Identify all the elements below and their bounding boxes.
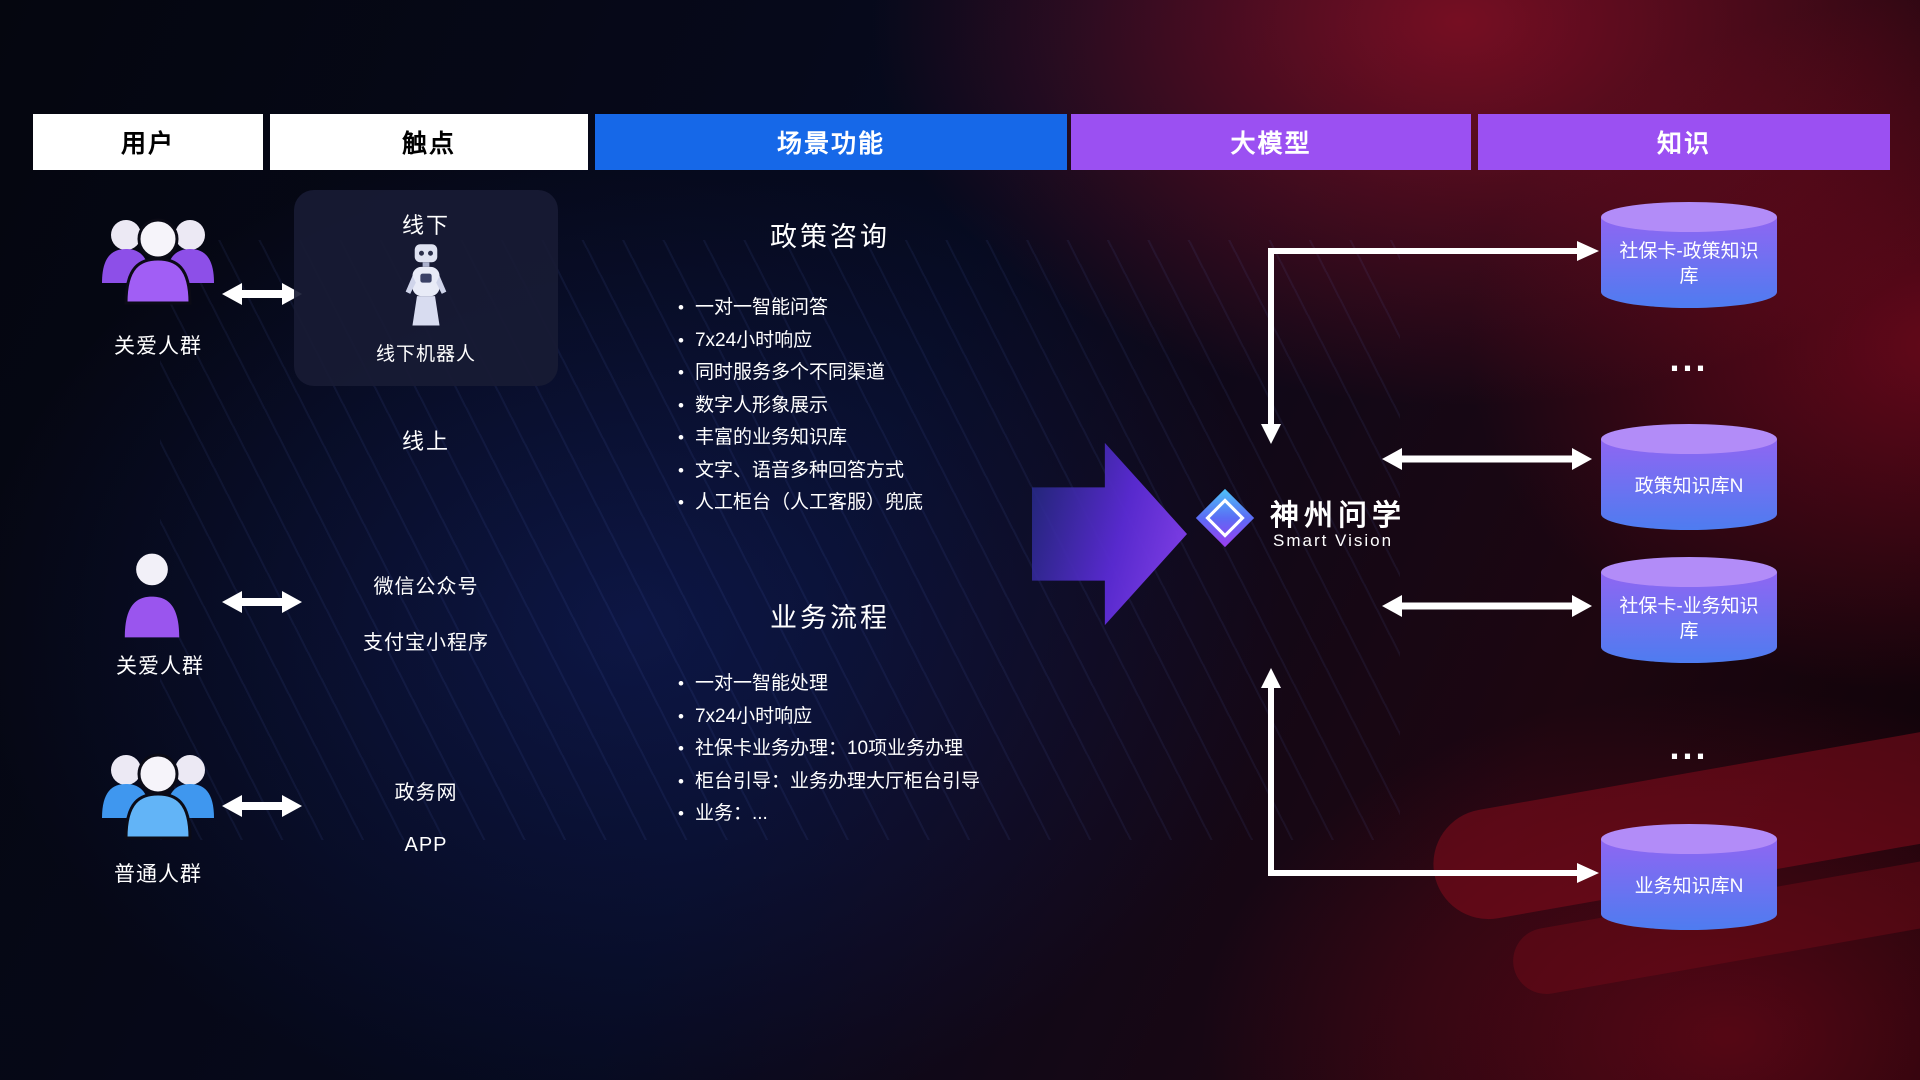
online-title: 线上 (401, 429, 450, 454)
ellipsis-label: ... (1669, 726, 1709, 767)
feature-item: 7x24小时响应 (678, 325, 923, 358)
offline-title: 线下 (401, 213, 450, 238)
channel-gov-web: 政务网 (394, 782, 458, 804)
ellipsis-label: ... (1669, 338, 1709, 379)
user-group-label: 关爱人群 (114, 335, 202, 358)
people-group-purple-icon (88, 205, 228, 320)
double-arrow-icon (1382, 445, 1592, 473)
feature-item: 业务：... (678, 798, 980, 831)
column-header-touchpoints: 触点 (270, 114, 588, 170)
cylinder-body (1601, 439, 1777, 530)
double-arrow-icon (222, 280, 302, 308)
elbow-arrow-icon (1245, 228, 1605, 444)
feature-item: 柜台引导：业务办理大厅柜台引导 (678, 766, 980, 799)
feature-item: 同时服务多个不同渠道 (678, 357, 923, 390)
column-header-large-model: 大模型 (1071, 114, 1471, 170)
cylinder-top (1601, 557, 1777, 587)
scene-section-title-policy: 政策咨询 (770, 222, 890, 252)
policy-feature-list: 一对一智能问答 7x24小时响应 同时服务多个不同渠道 数字人形象展示 丰富的业… (678, 292, 923, 520)
feature-item: 文字、语音多种回答方式 (678, 455, 923, 488)
feature-item: 7x24小时响应 (678, 701, 980, 734)
column-header-scene-functions: 场景功能 (595, 114, 1067, 170)
column-header-users: 用户 (33, 114, 263, 170)
cylinder-top (1601, 424, 1777, 454)
offline-robot-caption: 线下机器人 (375, 344, 476, 365)
diamond-logo-icon (1192, 485, 1258, 551)
person-purple-icon (118, 548, 186, 643)
feature-item: 社保卡业务办理：10项业务办理 (678, 733, 980, 766)
knowledge-db-label: 政策知识库N (1634, 475, 1744, 497)
brand-subtitle: Smart Vision (1273, 531, 1394, 550)
column-header-knowledge: 知识 (1478, 114, 1890, 170)
double-arrow-icon (222, 588, 302, 616)
double-arrow-icon (222, 792, 302, 820)
cylinder-body (1601, 839, 1777, 930)
feature-item: 人工柜台（人工客服）兜底 (678, 487, 923, 520)
cylinder-top (1601, 202, 1777, 232)
channel-alipay: 支付宝小程序 (363, 632, 489, 654)
feature-item: 一对一智能问答 (678, 292, 923, 325)
feature-item: 丰富的业务知识库 (678, 422, 923, 455)
user-group-label: 关爱人群 (116, 655, 204, 678)
business-feature-list: 一对一智能处理 7x24小时响应 社保卡业务办理：10项业务办理 柜台引导：业务… (678, 668, 980, 831)
cylinder-top (1601, 824, 1777, 854)
cylinder-body (1601, 572, 1777, 663)
channel-wechat: 微信公众号 (373, 576, 479, 598)
elbow-arrow-icon (1245, 668, 1605, 888)
knowledge-db-label: 社保卡-业务知识库 (1619, 596, 1759, 642)
feature-item: 数字人形象展示 (678, 390, 923, 423)
cylinder-body (1601, 217, 1777, 308)
scene-section-title-business: 业务流程 (770, 603, 890, 633)
feature-item: 一对一智能处理 (678, 668, 980, 701)
double-arrow-icon (1382, 592, 1592, 620)
people-group-blue-icon (88, 740, 228, 855)
robot-icon (401, 242, 451, 330)
database-cylinder-icon: 社保卡-政策知识库 (1601, 202, 1777, 308)
knowledge-db-label: 社保卡-政策知识库 (1619, 241, 1759, 287)
flow-arrow-icon (1032, 442, 1187, 626)
channel-app: APP (404, 834, 448, 856)
knowledge-db-label: 业务知识库N (1634, 875, 1744, 897)
database-cylinder-icon: 业务知识库N (1601, 824, 1777, 930)
user-group-label: 普通人群 (114, 863, 202, 886)
brand-name: 神州问学 (1270, 500, 1407, 532)
database-cylinder-icon: 政策知识库N (1601, 424, 1777, 530)
database-cylinder-icon: 社保卡-业务知识库 (1601, 557, 1777, 663)
offline-touchpoint-card: 线下 线下机器人 (294, 190, 558, 386)
